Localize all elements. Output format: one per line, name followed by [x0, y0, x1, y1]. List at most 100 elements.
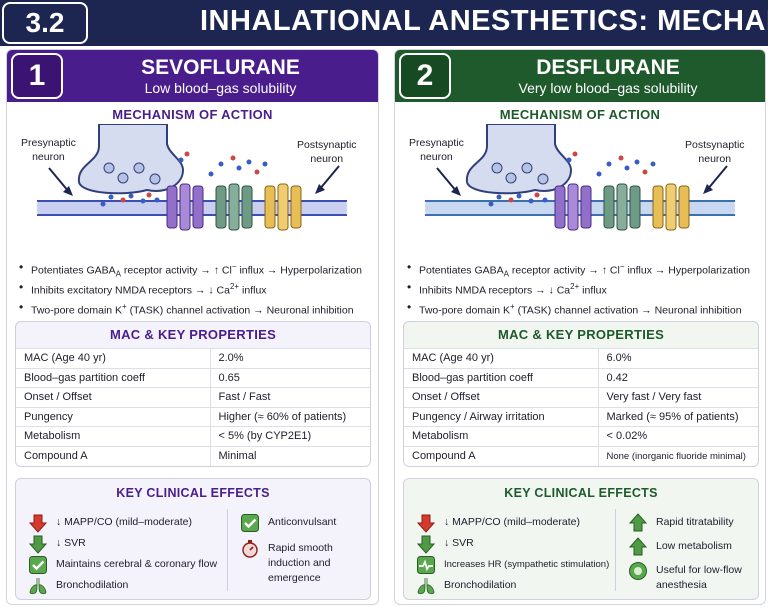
clinical-effect-text: ↓ MAPP/CO (mild–moderate)	[444, 516, 580, 528]
mac-property-label: Metabolism	[404, 426, 598, 446]
clinical-effects-box: KEY CLINICAL EFFECTS ↓ MAPP/CO (mild–mod…	[15, 478, 371, 600]
mechanism-heading: MECHANISM OF ACTION	[499, 107, 661, 122]
clinical-effect-text: ↓ SVR	[444, 537, 474, 549]
drug-header: 1 SEVOFLURANE Low blood–gas solubility	[7, 50, 378, 102]
presynaptic-terminal	[465, 123, 573, 195]
mechanism-item-k-channel: Two-pore domain K+ (TASK) channel activa…	[405, 297, 765, 317]
green-up-arrow-icon	[628, 537, 648, 557]
drug-name: DESFLURANE	[536, 56, 680, 79]
sevoflurane-panel: 1 SEVOFLURANE Low blood–gas solubility M…	[6, 49, 379, 605]
clinical-effect-text: Useful for low-flow anesthesia	[656, 564, 742, 591]
clinical-effect-item: ↓ SVR	[416, 535, 474, 554]
drug-header: 2 DESFLURANE Very low blood–gas solubili…	[395, 50, 765, 102]
clinical-effect-item: Bronchodilation	[416, 578, 516, 596]
mac-property-value: Higher (≈ 60% of patients)	[209, 406, 370, 427]
red-down-arrow-icon	[28, 513, 48, 533]
lungs-icon	[416, 576, 436, 596]
mac-property-value: 2.0%	[209, 348, 370, 368]
drug-name: SEVOFLURANE	[141, 56, 300, 79]
clinical-effect-item: ↓ MAPP/CO (mild–moderate)	[416, 513, 580, 533]
mac-property-label: Compound A	[404, 445, 598, 466]
drug-subtitle: Very low blood–gas solubility	[518, 80, 698, 96]
clinical-effects-box: KEY CLINICAL EFFECTS ↓ MAPP/CO (mild–mod…	[403, 478, 759, 600]
vesicle	[133, 162, 145, 174]
mac-property-label: Pungency	[16, 406, 210, 427]
mac-property-value: < 0.02%	[597, 426, 758, 446]
vesicle	[103, 162, 115, 174]
pre-arrow	[48, 167, 70, 193]
mac-property-label: MAC (Age 40 yr)	[16, 348, 210, 368]
nmda-receptor-channel	[603, 183, 641, 231]
clinical-effect-item: Bronchodilation	[28, 578, 128, 596]
mechanism-item-nmda: Inhibits NMDA receptors → ↓ Ca2+ influx	[405, 277, 765, 297]
mechanism-list: Potentiates GABAA receptor activity → ↑ …	[17, 257, 377, 317]
mac-property-value: Marked (≈ 95% of patients)	[597, 406, 758, 427]
clinical-effect-item: Rapid titratability	[628, 513, 734, 533]
page-header: 3.2 INHALATIONAL ANESTHETICS: MECHANISMS	[0, 0, 768, 46]
clinical-effect-text: Bronchodilation	[56, 579, 129, 591]
clinical-effect-item: Low metabolism	[628, 537, 732, 557]
heart-rate-icon	[416, 555, 436, 575]
mac-property-label: Compound A	[16, 445, 210, 466]
mechanism-item-gaba: Potentiates GABAA receptor activity → ↑ …	[405, 257, 765, 279]
mechanism-list: Potentiates GABAA receptor activity → ↑ …	[405, 257, 765, 317]
clinical-effect-item: Rapid smooth induction and emergence	[240, 539, 372, 586]
clinical-effect-text: Rapid smooth induction and emergence	[268, 542, 333, 584]
mechanism-item-nmda: Inhibits excitatory NMDA receptors → ↓ C…	[17, 277, 377, 297]
clinical-effect-text: Low metabolism	[656, 540, 732, 552]
clinical-effects-heading: KEY CLINICAL EFFECTS	[504, 486, 658, 500]
synapse-diagram	[425, 123, 735, 231]
clinical-effect-text: Bronchodilation	[444, 579, 517, 591]
green-down-arrow-icon	[28, 534, 48, 554]
mac-property-value: 0.65	[209, 367, 370, 388]
post-arrow	[318, 165, 340, 191]
presynaptic-terminal	[77, 123, 185, 195]
clinical-effect-text: Increases HR (sympathetic stimulation)	[444, 559, 610, 570]
drug-number-badge: 2	[399, 53, 451, 99]
mechanism-item-gaba: Potentiates GABAA receptor activity → ↑ …	[17, 257, 377, 279]
k-channel	[264, 183, 302, 231]
red-down-arrow-icon	[416, 513, 436, 533]
neurotransmitter-molecules	[100, 151, 268, 207]
mac-property-value: 6.0%	[597, 348, 758, 368]
mac-property-label: Pungency / Airway irritation	[404, 406, 598, 427]
desflurane-panel: 2 DESFLURANE Very low blood–gas solubili…	[394, 49, 766, 605]
effects-divider	[227, 509, 228, 591]
mac-property-value: 0.42	[597, 367, 758, 388]
clinical-effect-text: Maintains cerebral & coronary flow	[56, 558, 218, 570]
circle-check-icon	[628, 561, 648, 581]
mac-table-row: Metabolism< 5% (by CYP2E1)	[16, 426, 370, 446]
stopwatch-icon	[240, 539, 260, 559]
clinical-effect-text: ↓ SVR	[56, 537, 86, 549]
mac-property-value: < 5% (by CYP2E1)	[209, 426, 370, 446]
mac-property-label: Blood–gas partition coeff	[16, 367, 210, 388]
clinical-effect-item: ↓ MAPP/CO (mild–moderate)	[28, 513, 192, 533]
drug-subtitle: Low blood–gas solubility	[144, 80, 297, 96]
mechanism-heading: MECHANISM OF ACTION	[112, 107, 273, 122]
vesicle	[491, 162, 503, 174]
mac-heading: MAC & KEY PROPERTIES	[497, 327, 665, 342]
section-number-badge: 3.2	[2, 2, 88, 44]
mac-property-label: Metabolism	[16, 426, 210, 446]
clinical-effects-heading: KEY CLINICAL EFFECTS	[116, 486, 270, 500]
mac-property-value: None (inorganic fluoride minimal)	[597, 445, 758, 466]
mac-property-label: Blood–gas partition coeff	[404, 367, 598, 388]
check-icon	[240, 513, 260, 533]
page-title: INHALATIONAL ANESTHETICS: MECHANISMS	[200, 5, 768, 37]
mac-property-value: Minimal	[209, 445, 370, 466]
mac-table-row: MAC (Age 40 yr)2.0%	[16, 348, 370, 368]
clinical-effect-item: Anticonvulsant	[240, 513, 336, 533]
mechanism-item-k-channel: Two-pore domain K+ (TASK) channel activa…	[17, 297, 377, 317]
green-up-arrow-icon	[628, 513, 648, 533]
